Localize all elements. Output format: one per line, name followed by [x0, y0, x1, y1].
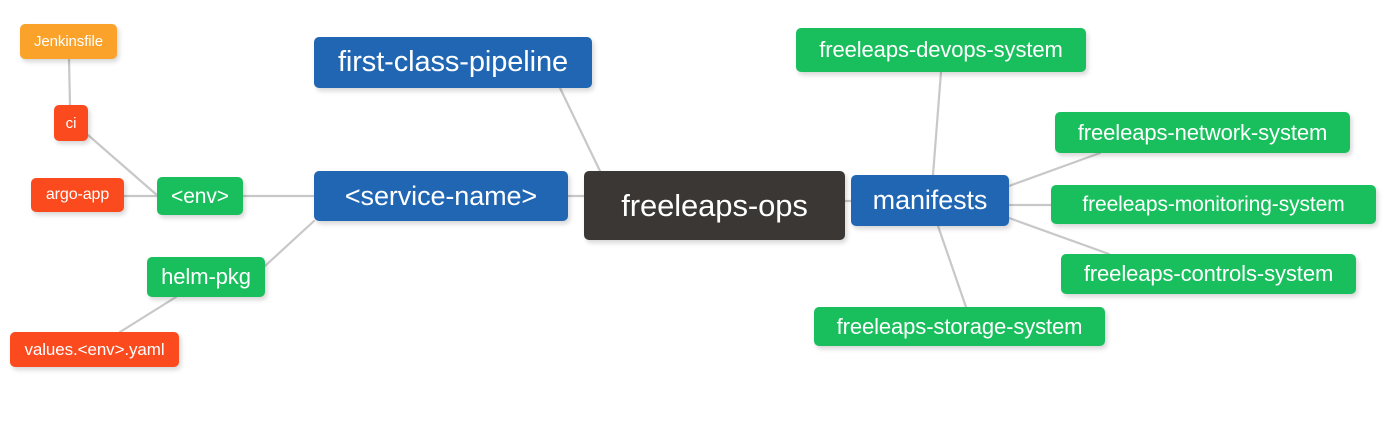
- node-freeleaps-storage-system[interactable]: freeleaps-storage-system: [814, 307, 1105, 346]
- node-label-first-class-pipeline: first-class-pipeline: [337, 46, 569, 78]
- node-freeleaps-network-system[interactable]: freeleaps-network-system: [1055, 112, 1350, 153]
- edge-manifests-to-freeleaps-network-system: [1007, 151, 1102, 188]
- node-helm-pkg[interactable]: helm-pkg: [147, 257, 265, 297]
- node-freeleaps-controls-system[interactable]: freeleaps-controls-system: [1061, 254, 1356, 294]
- node-label-freeleaps-monitoring-system: freeleaps-monitoring-system: [1082, 193, 1345, 216]
- node-label-jenkinsfile: Jenkinsfile: [34, 33, 103, 50]
- node-label-freeleaps-ops: freeleaps-ops: [621, 188, 808, 223]
- node-label-freeleaps-controls-system: freeleaps-controls-system: [1083, 261, 1334, 286]
- edge-first-class-pipeline-to-freeleaps-ops: [558, 86, 602, 173]
- edge-service-name-to-helm-pkg: [263, 219, 316, 268]
- edge-jenkinsfile-to-ci: [67, 57, 72, 107]
- node-label-env: <env>: [171, 184, 229, 208]
- node-label-freeleaps-storage-system: freeleaps-storage-system: [836, 313, 1083, 339]
- node-label-freeleaps-devops-system: freeleaps-devops-system: [819, 37, 1063, 62]
- node-service-name[interactable]: <service-name>: [314, 171, 568, 221]
- edge-manifests-to-freeleaps-storage-system: [936, 224, 968, 309]
- node-values-yaml[interactable]: values.<env>.yaml: [10, 332, 179, 367]
- node-argo-app[interactable]: argo-app: [31, 178, 124, 212]
- edge-manifests-to-freeleaps-devops-system: [931, 70, 943, 177]
- node-label-freeleaps-network-system: freeleaps-network-system: [1077, 119, 1328, 145]
- node-freeleaps-ops[interactable]: freeleaps-ops: [584, 171, 845, 240]
- node-jenkinsfile[interactable]: Jenkinsfile: [20, 24, 117, 59]
- node-first-class-pipeline[interactable]: first-class-pipeline: [314, 37, 592, 88]
- node-label-ci: ci: [65, 114, 77, 132]
- node-freeleaps-monitoring-system[interactable]: freeleaps-monitoring-system: [1051, 185, 1376, 224]
- node-ci[interactable]: ci: [54, 105, 88, 141]
- node-freeleaps-devops-system[interactable]: freeleaps-devops-system: [796, 28, 1086, 72]
- node-label-manifests: manifests: [872, 185, 988, 215]
- node-manifests[interactable]: manifests: [851, 175, 1009, 226]
- node-label-argo-app: argo-app: [45, 186, 110, 203]
- node-label-values-yaml: values.<env>.yaml: [24, 340, 165, 359]
- node-env[interactable]: <env>: [157, 177, 243, 215]
- edge-helm-pkg-to-values-yaml: [118, 295, 178, 334]
- node-label-service-name: <service-name>: [344, 180, 538, 211]
- node-label-helm-pkg: helm-pkg: [161, 264, 251, 289]
